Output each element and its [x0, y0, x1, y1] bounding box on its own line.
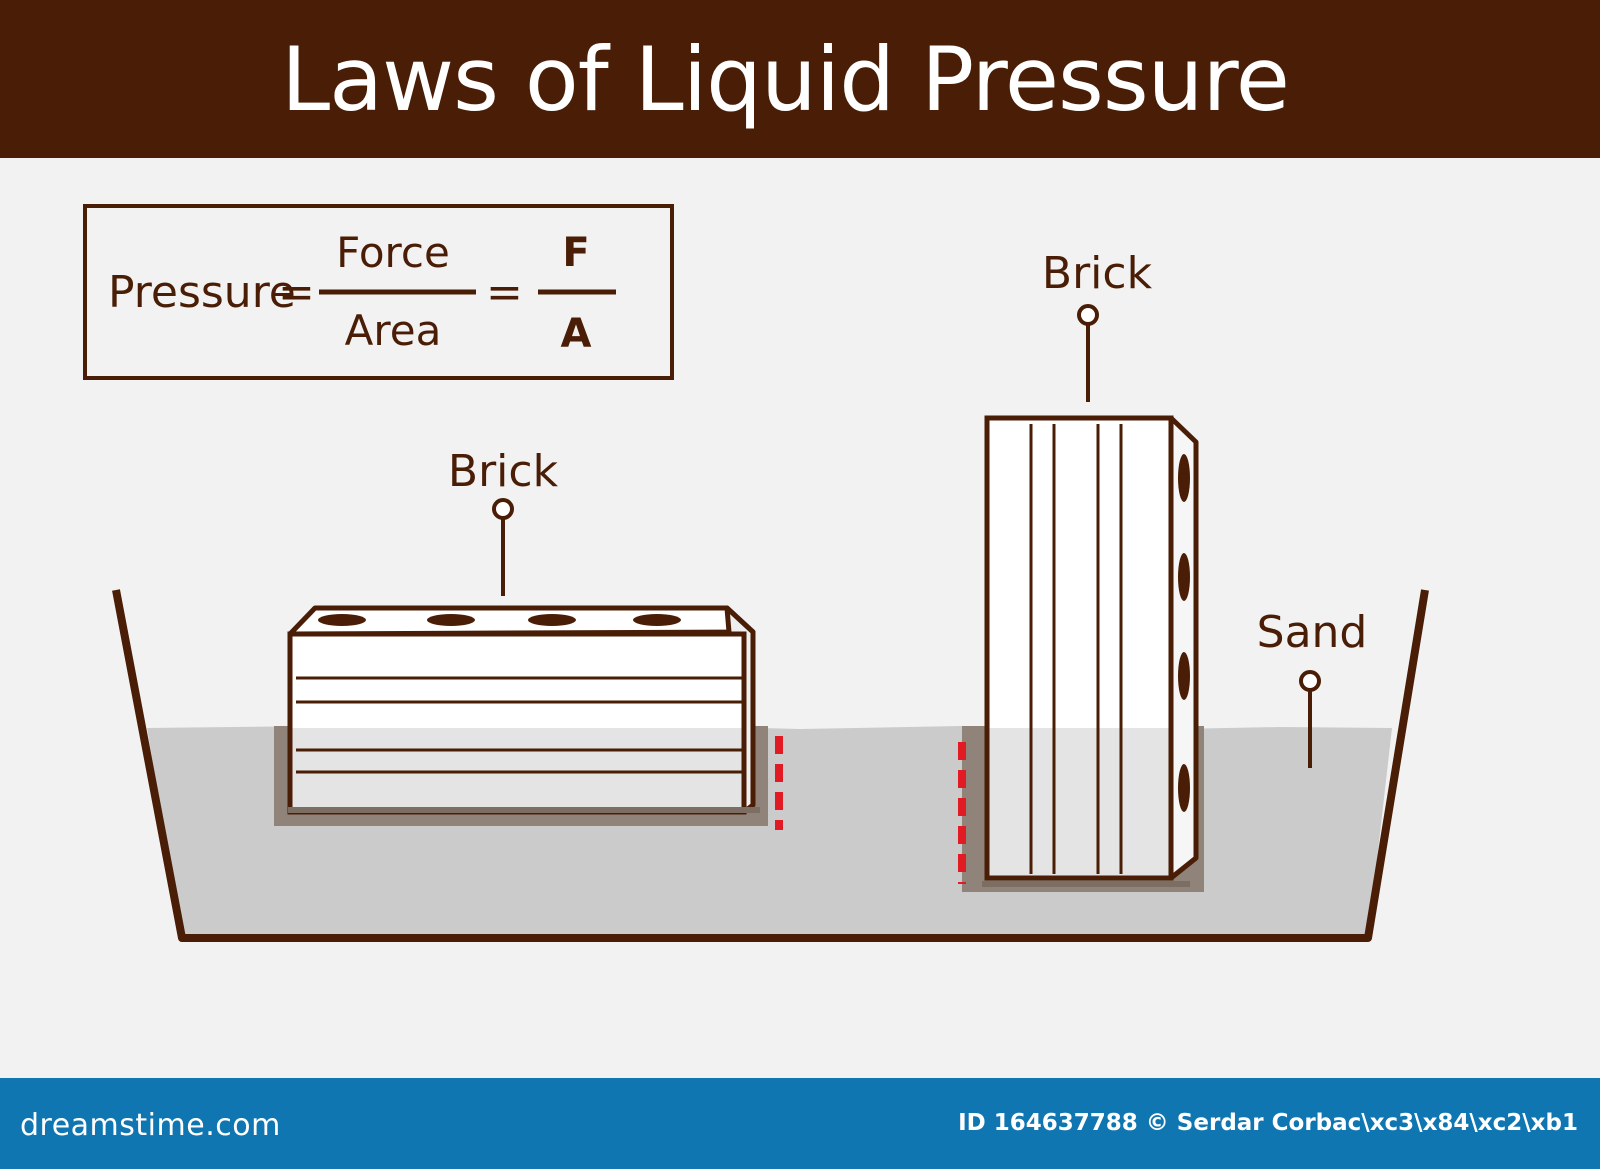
sand-label: Sand: [1257, 607, 1368, 658]
brick-upright: [962, 415, 1204, 892]
formula-numerator-f: F: [562, 230, 589, 276]
formula-lhs: Pressure: [108, 267, 296, 318]
label-sand: Sand: [1257, 607, 1368, 768]
watermark-footer: dreamstime.com ID 164637788 © Serdar Cor…: [0, 1078, 1600, 1169]
sand-container: [112, 589, 1429, 942]
footer-credit: ID 164637788 © Serdar Corbac\xc3\x84\xc2…: [958, 1110, 1578, 1136]
label-brick-upright: Brick: [1042, 248, 1153, 402]
formula-denominator-area: Area: [345, 306, 442, 355]
brick-flat: [274, 605, 768, 826]
footer-brand: dreamstime.com: [20, 1108, 281, 1143]
brick-flat-label: Brick: [448, 446, 559, 497]
label-brick-flat: Brick: [448, 446, 559, 596]
brick-upright-label: Brick: [1042, 248, 1153, 299]
title-banner: Laws of Liquid Pressure: [0, 0, 1600, 158]
formula-equals-1: =: [278, 267, 315, 318]
formula-box: Pressure = Force Area = F A: [83, 204, 674, 380]
diagram: Pressure = Force Area = F A: [83, 204, 1429, 942]
formula-denominator-a: A: [561, 311, 592, 357]
formula-numerator-force: Force: [336, 228, 450, 277]
page-title: Laws of Liquid Pressure: [281, 27, 1290, 131]
formula-equals-2: =: [486, 267, 523, 318]
